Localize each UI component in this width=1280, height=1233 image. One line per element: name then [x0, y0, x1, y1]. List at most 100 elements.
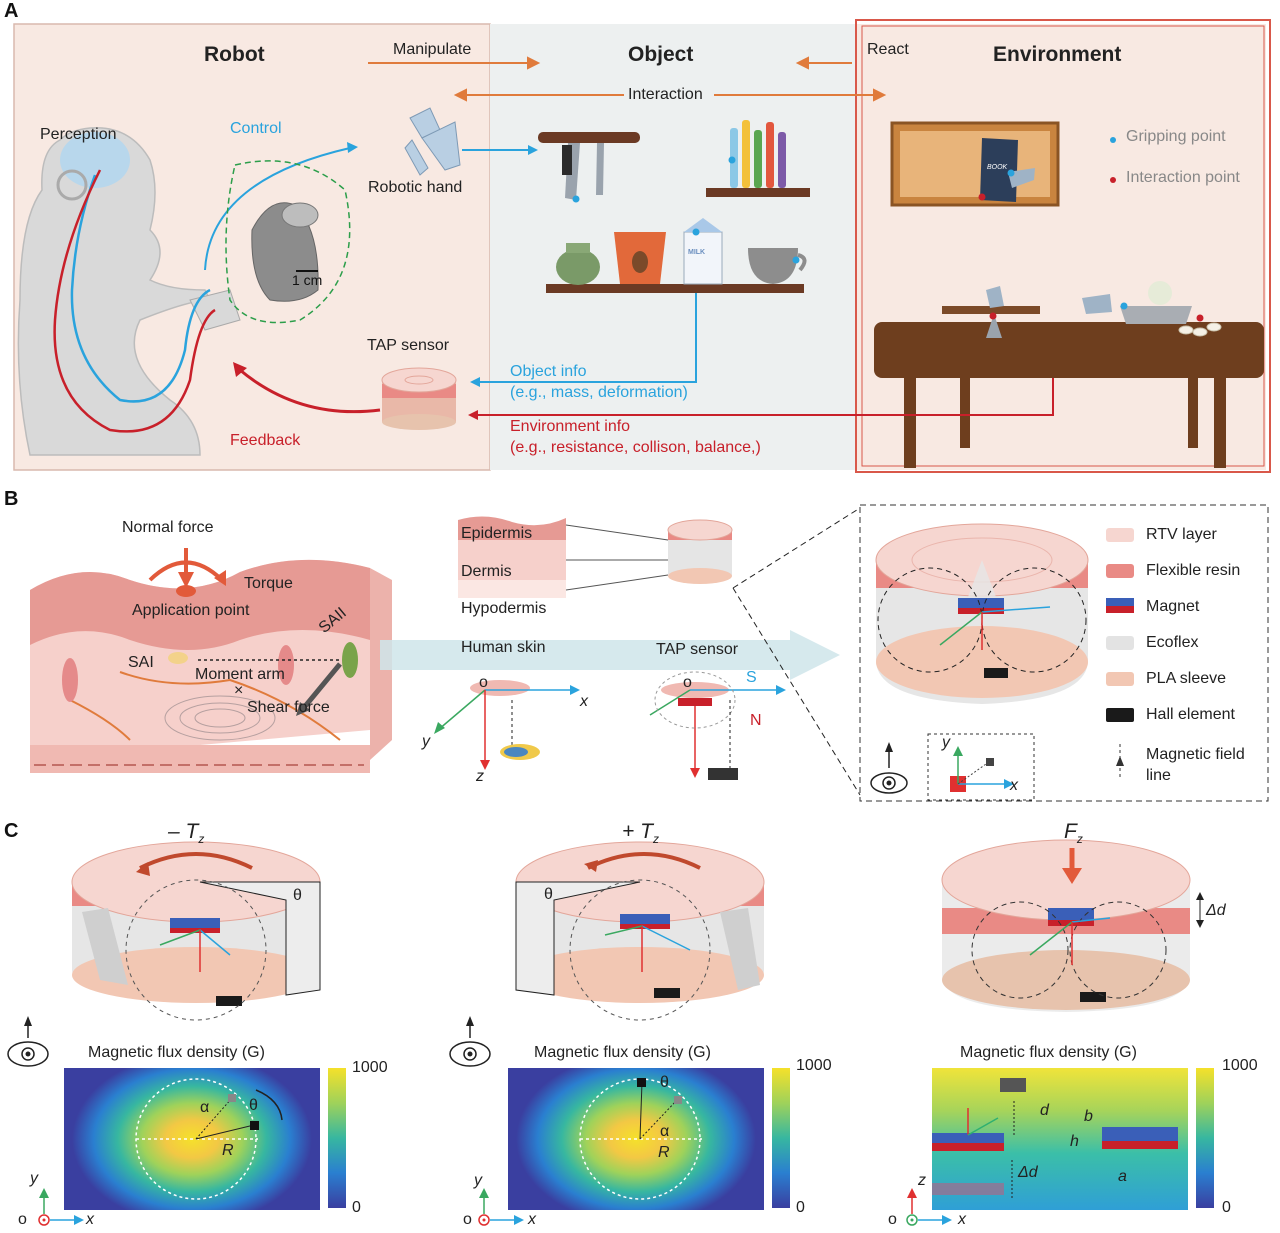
human-skin-label: Human skin [461, 639, 546, 656]
object-info-label: Object info [510, 363, 587, 380]
normal-force-label: Normal force [122, 519, 214, 536]
sensor-origin: o [683, 674, 692, 691]
panel-b-letter: B [4, 488, 19, 510]
theta-pos-sensor: θ [544, 886, 553, 903]
robotic-hand-label: Robotic hand [368, 179, 463, 196]
legend-magnet: Magnet [1146, 598, 1200, 615]
react-label: React [867, 41, 909, 58]
neg-tz-main: – T [168, 820, 199, 843]
feedback-path [53, 169, 216, 433]
legend-flexible-resin: Flexible resin [1146, 562, 1241, 579]
dim-b: b [1084, 1108, 1093, 1125]
skin-origin: o [479, 674, 488, 691]
axes-c3 [906, 1188, 952, 1226]
heatmap-pos-title: Magnetic flux density (G) [534, 1044, 711, 1061]
food-shelf [546, 284, 804, 293]
object-header: Object [628, 43, 694, 66]
theta-neg-map: θ [249, 1097, 258, 1114]
eye-icon-c2 [449, 1016, 491, 1067]
inset-x: x [1010, 777, 1018, 794]
south-pole-label: S [746, 669, 757, 686]
heatmap-fz-title: Magnetic flux density (G) [960, 1044, 1137, 1061]
legend-pla-sleeve: PLA sleeve [1146, 670, 1227, 687]
colorbar-neg [328, 1068, 346, 1208]
dermis-label: Dermis [461, 563, 512, 580]
fz-sub: z [1076, 832, 1083, 847]
fz-title: Fz [1064, 820, 1083, 846]
robot-figure [17, 127, 241, 456]
skin-y: y [422, 733, 430, 750]
colorbar-pos-max: 1000 [796, 1057, 832, 1074]
sensor-detail-box [859, 504, 1269, 802]
test-tube-shelf [706, 188, 810, 197]
knife-rack [538, 132, 640, 143]
fingertip-callout [225, 160, 351, 324]
hypodermis-label: Hypodermis [461, 600, 547, 617]
r-pos: R [658, 1144, 670, 1161]
legend-hall-element: Hall element [1146, 706, 1235, 723]
gripping-point-legend: Gripping point [1126, 128, 1226, 145]
legend-magnetic-field-line: Magnetic field line [1146, 746, 1245, 784]
neg-tz-sub: z [198, 832, 205, 847]
tap-sensor-b-label: TAP sensor [656, 641, 739, 658]
dim-a: a [1118, 1168, 1127, 1185]
environment-info-label: Environment info [510, 418, 631, 435]
eye-icon-c1 [7, 1016, 49, 1067]
skin-layers [458, 516, 566, 598]
jar [556, 249, 600, 285]
robotic-hand [404, 107, 461, 176]
axes-c2 [478, 1188, 524, 1226]
cutting-board [1120, 306, 1192, 324]
c2-origin: o [463, 1211, 472, 1228]
fz-main: F [1064, 820, 1077, 843]
book [980, 138, 1018, 202]
epidermis-label: Epidermis [461, 525, 533, 542]
milk-label: MILK [688, 249, 706, 256]
object-info-detail: (e.g., mass, deformation) [510, 384, 688, 401]
inset-y: y [942, 734, 950, 751]
environment-info-detail: (e.g., resistance, collison, balance,) [510, 439, 761, 456]
skin-z: z [476, 768, 484, 785]
panel-c-letter: C [4, 820, 19, 842]
feedback-arrow [239, 368, 381, 414]
tap-sensor-a-label: TAP sensor [367, 337, 450, 354]
c3-origin: o [888, 1211, 897, 1228]
c2-x: x [528, 1211, 536, 1228]
pos-tz-title: + Tz [622, 820, 659, 846]
control-path [70, 174, 211, 403]
manipulate-arrow [368, 56, 541, 70]
table [874, 322, 1264, 468]
legend-rtv-layer: RTV layer [1146, 526, 1217, 543]
panel-a-letter: A [4, 0, 19, 22]
r-neg: R [222, 1142, 234, 1159]
milk-carton [683, 231, 723, 285]
interaction-label: Interaction [628, 86, 703, 103]
moment-arm-label: Moment arm [195, 666, 285, 683]
tap-sensor-b-small [667, 519, 733, 584]
skin-x: x [580, 693, 588, 710]
book-label: BOOK [987, 164, 1008, 171]
tap-sensor-b-large [875, 523, 1089, 704]
feedback-label: Feedback [230, 432, 301, 449]
c2-y: y [474, 1172, 482, 1189]
perception-label: Perception [40, 126, 117, 143]
tap-sensor-a [381, 367, 457, 430]
theta-pos-map: θ [660, 1074, 669, 1091]
seesaw [942, 306, 1040, 314]
react-arrow [795, 56, 852, 70]
sensor-fz [941, 839, 1204, 1012]
cup [748, 248, 798, 284]
sensor-pos-tz [515, 841, 765, 1021]
pos-tz-main: + T [622, 820, 653, 843]
shear-force-label: Shear force [247, 699, 330, 716]
alpha-pos: α [660, 1123, 670, 1140]
environment-border [855, 19, 1271, 473]
environment-inner-border [861, 25, 1265, 467]
axes-c1 [38, 1188, 84, 1226]
pos-tz-sub: z [652, 832, 659, 847]
manipulate-label: Manipulate [393, 41, 472, 58]
c3-z: z [918, 1172, 926, 1189]
sensor-coords [649, 671, 786, 780]
interaction-arrow [453, 88, 887, 102]
